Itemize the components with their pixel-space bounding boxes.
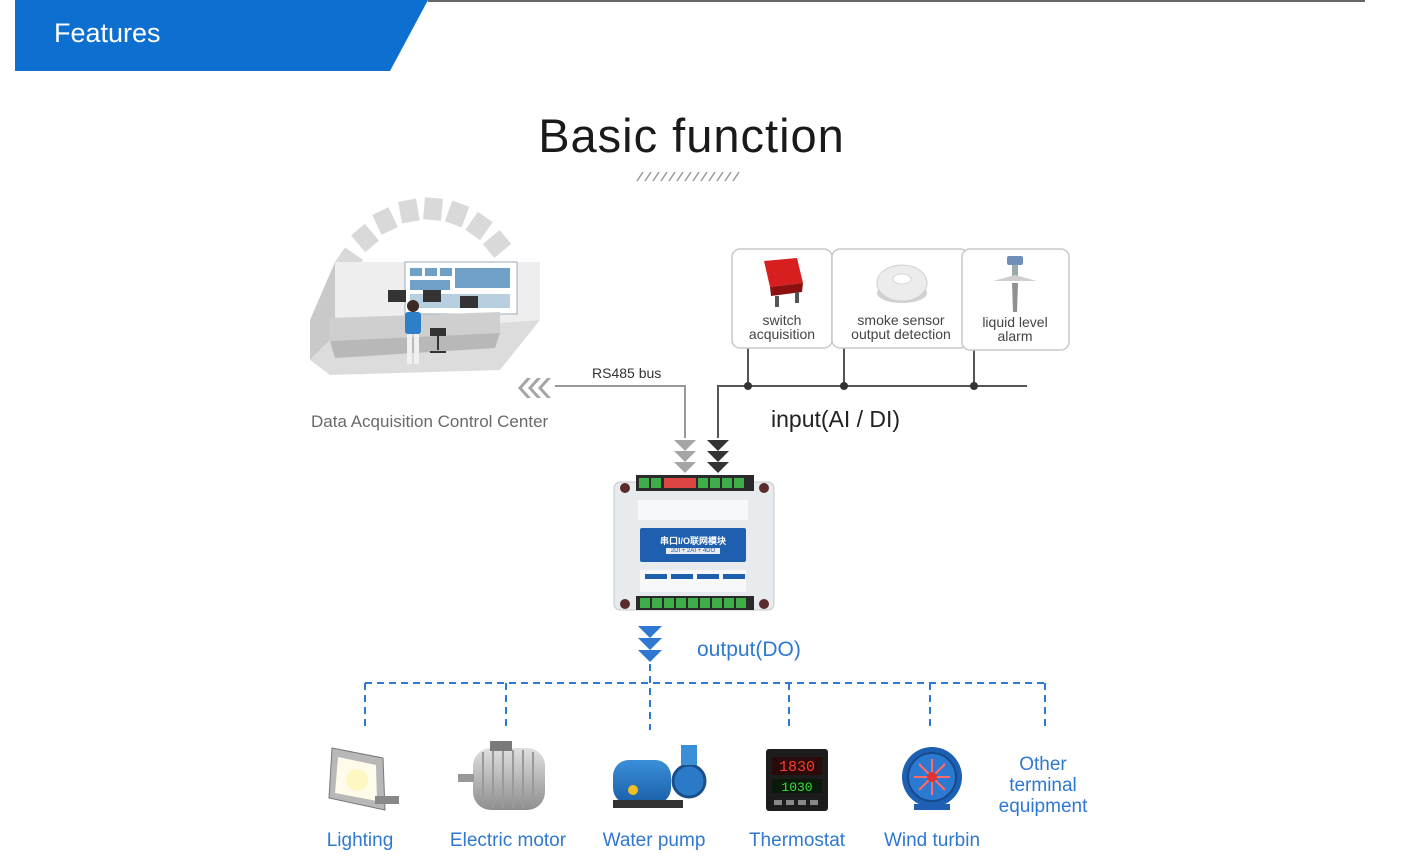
control-center-label: Data Acquisition Control Center [311,412,549,431]
device-label-other: Other terminal equipment [998,754,1088,817]
sensor-smoke-label: smoke sensor output detection [851,312,951,342]
input-label: input(AI / DI) [771,406,901,432]
rocker-switch-icon [764,258,803,307]
io-module-device [613,475,775,611]
thermostat-icon: 1830 1030 [766,749,828,811]
device-label-lighting: Lighting [326,830,394,851]
sensor-level-label: liquid level alarm [982,314,1048,344]
pump-icon [613,745,707,808]
control-room-illustration [310,197,540,375]
module-title: 串口I/O联网模块 [659,536,726,546]
sensor-level-bubble [961,248,1070,351]
title-decoration [636,171,740,182]
sensor-switch-label: switch acquisition [748,312,816,342]
svg-text:1830: 1830 [779,759,815,776]
level-probe-icon [993,256,1037,312]
device-label-wind-turbin: Wind turbin [883,830,981,851]
device-label-thermostat: Thermostat [748,830,846,851]
output-distribution-lines [364,664,1046,730]
device-label-water-pump: Water pump [602,830,706,851]
input-bus-line [707,346,1027,473]
module-subtitle: 2DI + 2AI + 4DO [666,548,720,554]
section-title: Features [54,18,161,48]
fan-icon [902,747,962,810]
floodlight-icon [328,747,399,811]
rs485-bus-label: RS485 bus [592,365,662,381]
rs485-bus-line [518,378,696,473]
smoke-detector-icon [876,264,928,303]
header-banner [15,0,1365,71]
sensor-switch-bubble [731,248,833,349]
main-title: Basic function [538,109,845,162]
motor-icon [458,741,545,810]
output-label: output(DO) [697,638,801,661]
svg-text:1030: 1030 [781,780,812,795]
output-arrows [638,626,662,662]
device-label-electric-motor: Electric motor [449,830,567,851]
